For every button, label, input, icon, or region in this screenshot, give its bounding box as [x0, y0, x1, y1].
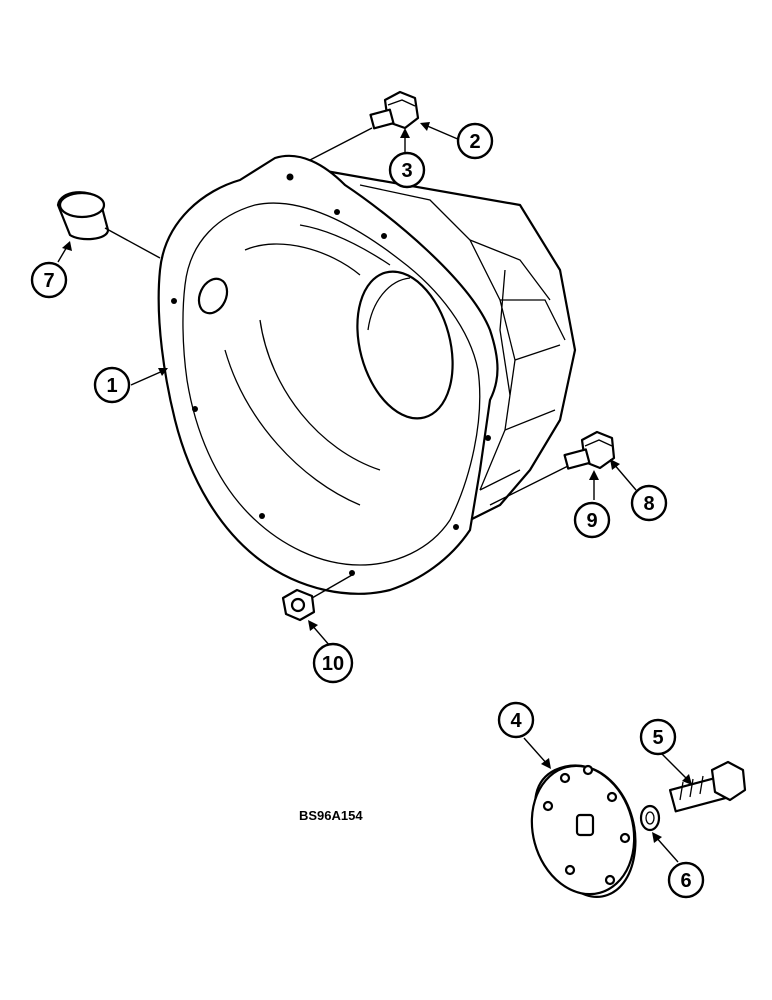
callout-5-label: 5 [652, 727, 663, 749]
callout-2: 2 [456, 122, 494, 160]
callout-4: 4 [497, 701, 535, 739]
callout-8-label: 8 [643, 493, 654, 515]
bolt-part-5 [668, 760, 747, 813]
callout-10-label: 10 [322, 653, 344, 675]
callout-1: 1 [93, 366, 131, 404]
callout-4-label: 4 [510, 710, 522, 732]
washer-part-6 [639, 804, 661, 832]
bolt-part-2 [309, 90, 420, 161]
callout-1-label: 1 [106, 375, 117, 397]
callout-7-label: 7 [43, 270, 54, 292]
reference-code: BS96A154 [299, 808, 363, 823]
callout-6: 6 [667, 861, 705, 899]
plug-part-7 [56, 191, 161, 259]
callout-9-label: 9 [586, 510, 597, 532]
nut-part-10 [281, 574, 353, 622]
callout-9: 9 [573, 501, 611, 539]
callout-5: 5 [639, 718, 677, 756]
callout-2-label: 2 [469, 131, 480, 153]
callout-3-label: 3 [401, 160, 412, 182]
callout-6-label: 6 [680, 870, 691, 892]
flywheel-housing [157, 154, 577, 595]
leader-lines [57, 122, 692, 863]
drive-plate-part-4 [530, 764, 637, 898]
callout-8: 8 [630, 484, 668, 522]
callout-3: 3 [388, 151, 426, 189]
bolt-part-8 [489, 430, 616, 506]
callout-10: 10 [312, 642, 354, 684]
callout-7: 7 [30, 261, 68, 299]
